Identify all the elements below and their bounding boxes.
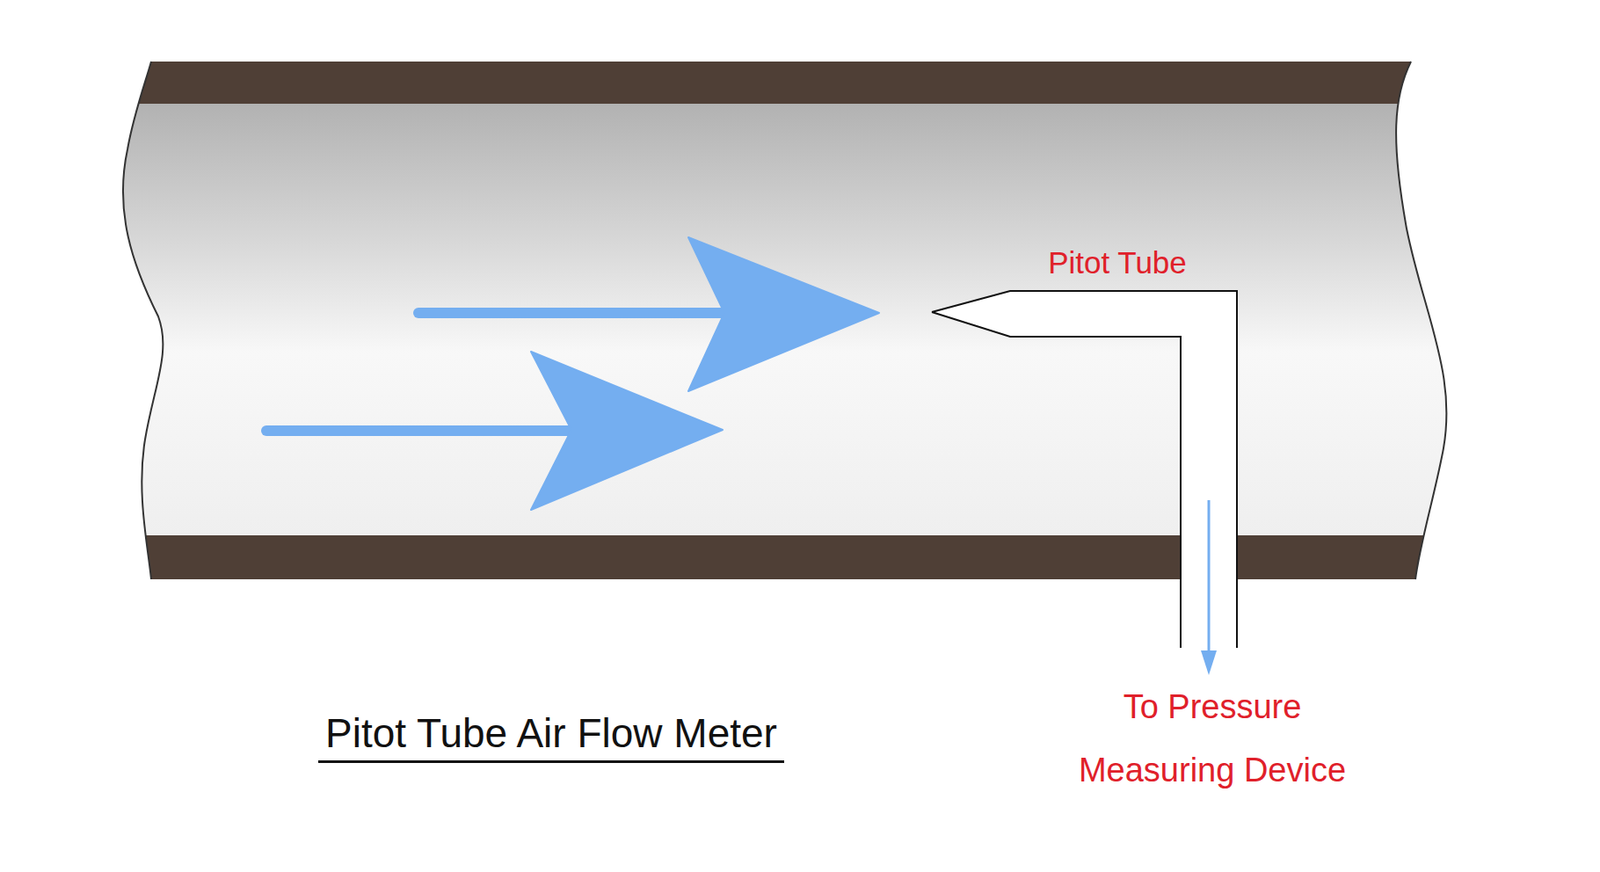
pipe-end (1396, 61, 1447, 580)
pressure-arrow (1200, 500, 1217, 676)
pipe-end (123, 61, 163, 580)
pitot-tube (931, 290, 1237, 648)
pipe-wall (87, 52, 1495, 104)
diagram-caption: Pitot Tube Air Flow Meter (318, 709, 785, 764)
pipe (87, 52, 1495, 598)
flow-arrow (266, 237, 880, 510)
pipe-wall (87, 535, 1495, 589)
part-label: Pitot Tube (985, 244, 1250, 282)
part-label: To Pressure Measuring Device (1045, 675, 1380, 802)
